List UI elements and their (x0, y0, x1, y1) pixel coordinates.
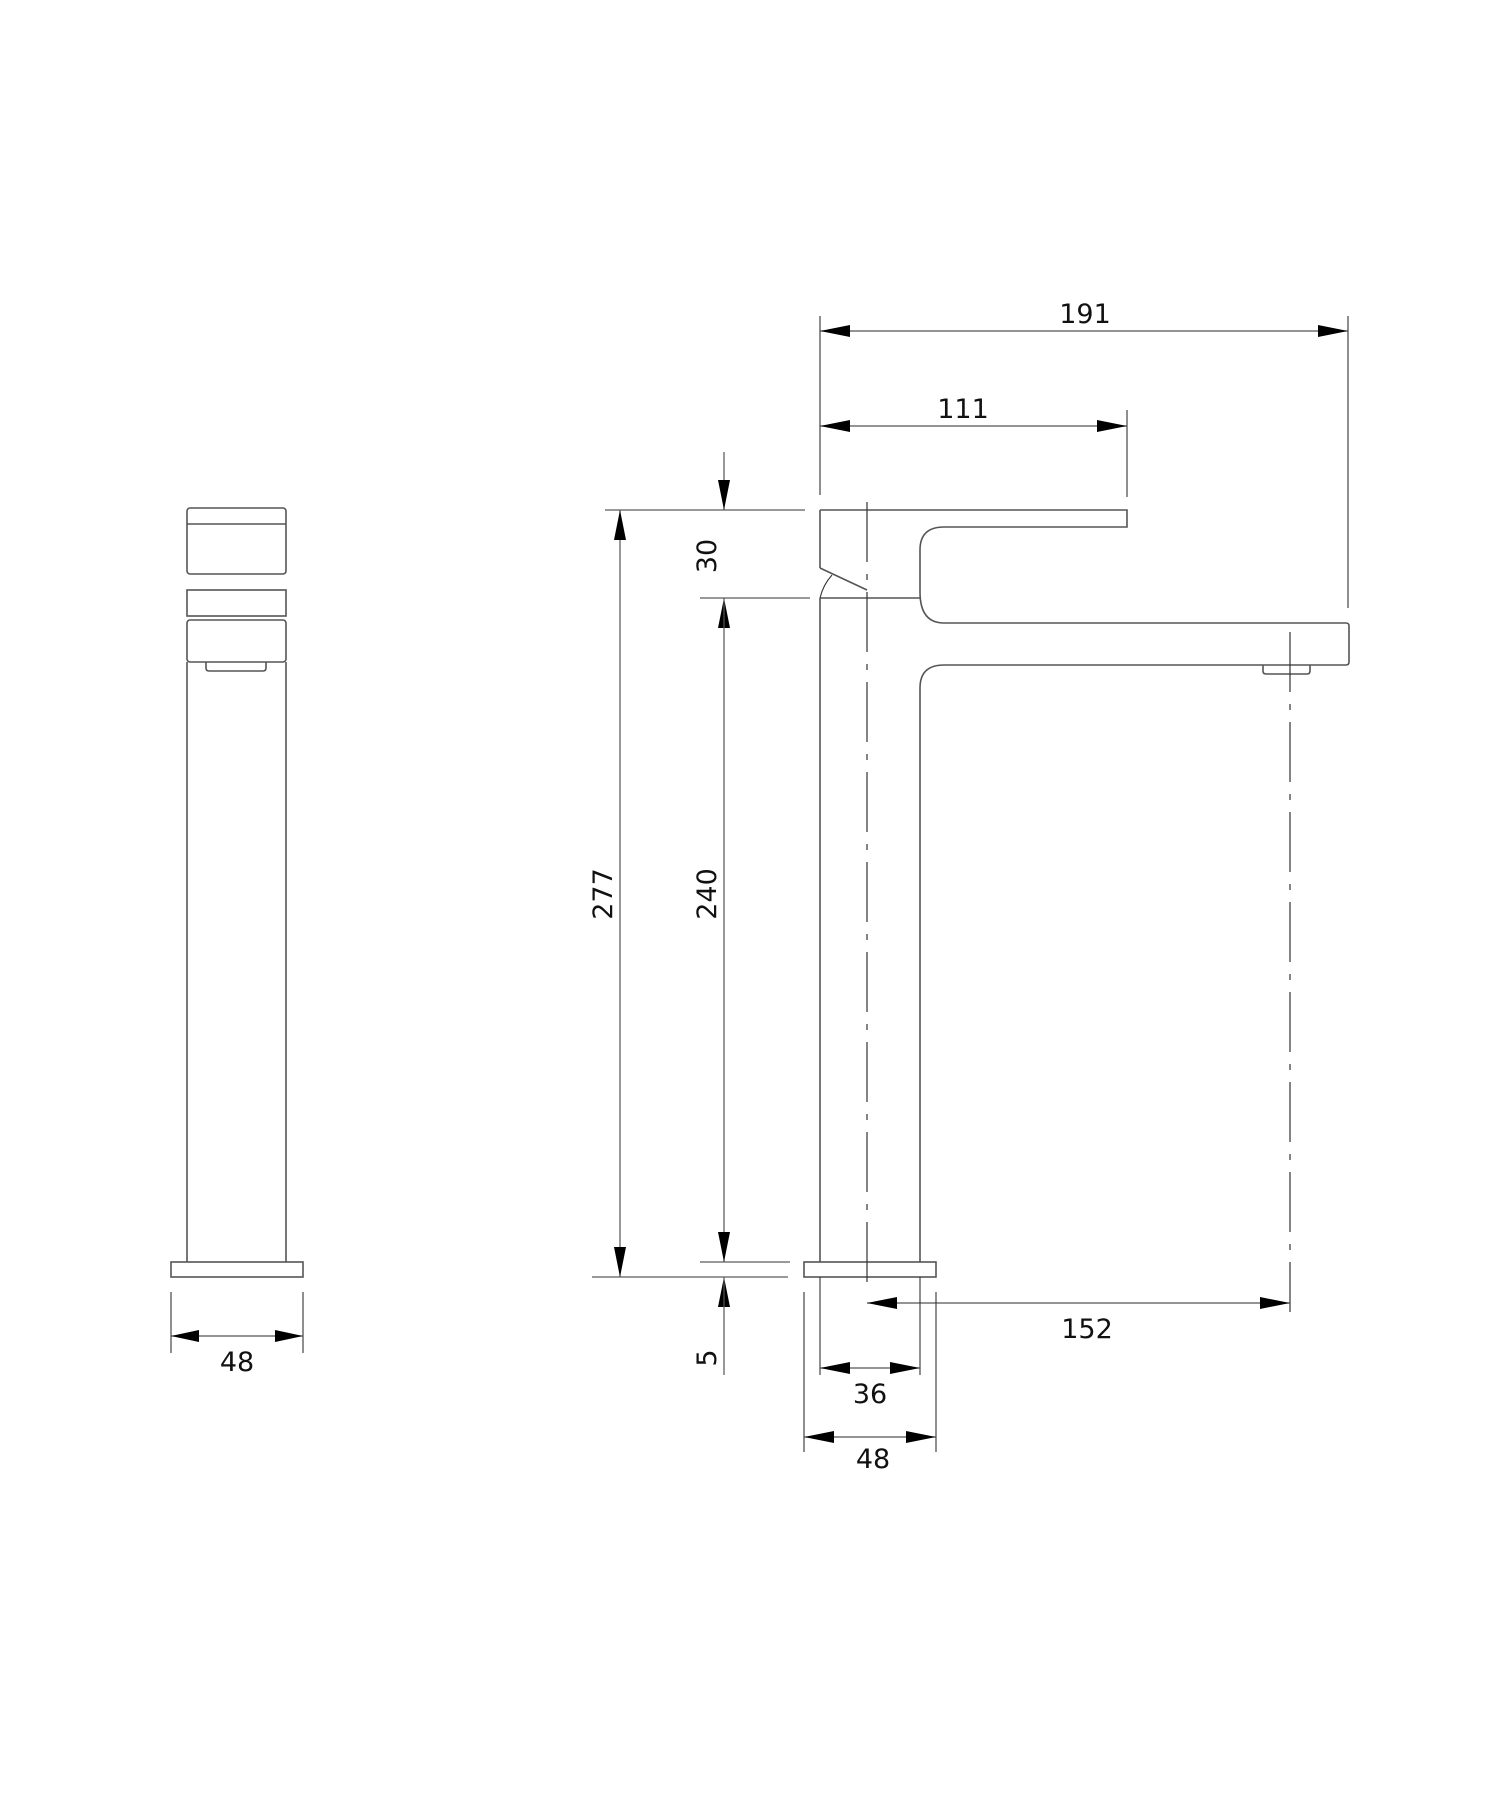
base-thickness-label: 5 (692, 1349, 723, 1366)
side-aerator (205, 662, 267, 672)
front-base-plate (803, 1261, 937, 1278)
body-height-label: 240 (692, 868, 723, 920)
overall-height-label: 277 (588, 868, 619, 920)
side-spout-section (186, 619, 287, 663)
side-base-plate (170, 1261, 304, 1278)
front-aerator (1262, 665, 1311, 675)
body-width-label: 36 (853, 1379, 887, 1410)
side-base-width-label: 48 (220, 1347, 254, 1378)
side-view: 48 (170, 507, 304, 1378)
front-view (803, 502, 1350, 1312)
side-handle-cap (186, 507, 287, 575)
front-lever-spout-body (820, 509, 1350, 1262)
overall-reach-label: 191 (1059, 299, 1111, 330)
lever-height-label: 30 (692, 539, 723, 573)
front-base-width-label: 48 (856, 1444, 890, 1475)
side-ring (186, 589, 287, 617)
spout-reach-label: 152 (1061, 1314, 1113, 1345)
lever-reach-label: 111 (937, 394, 989, 425)
dimensions: 191 111 30 240 5 277 152 (588, 299, 1349, 1475)
